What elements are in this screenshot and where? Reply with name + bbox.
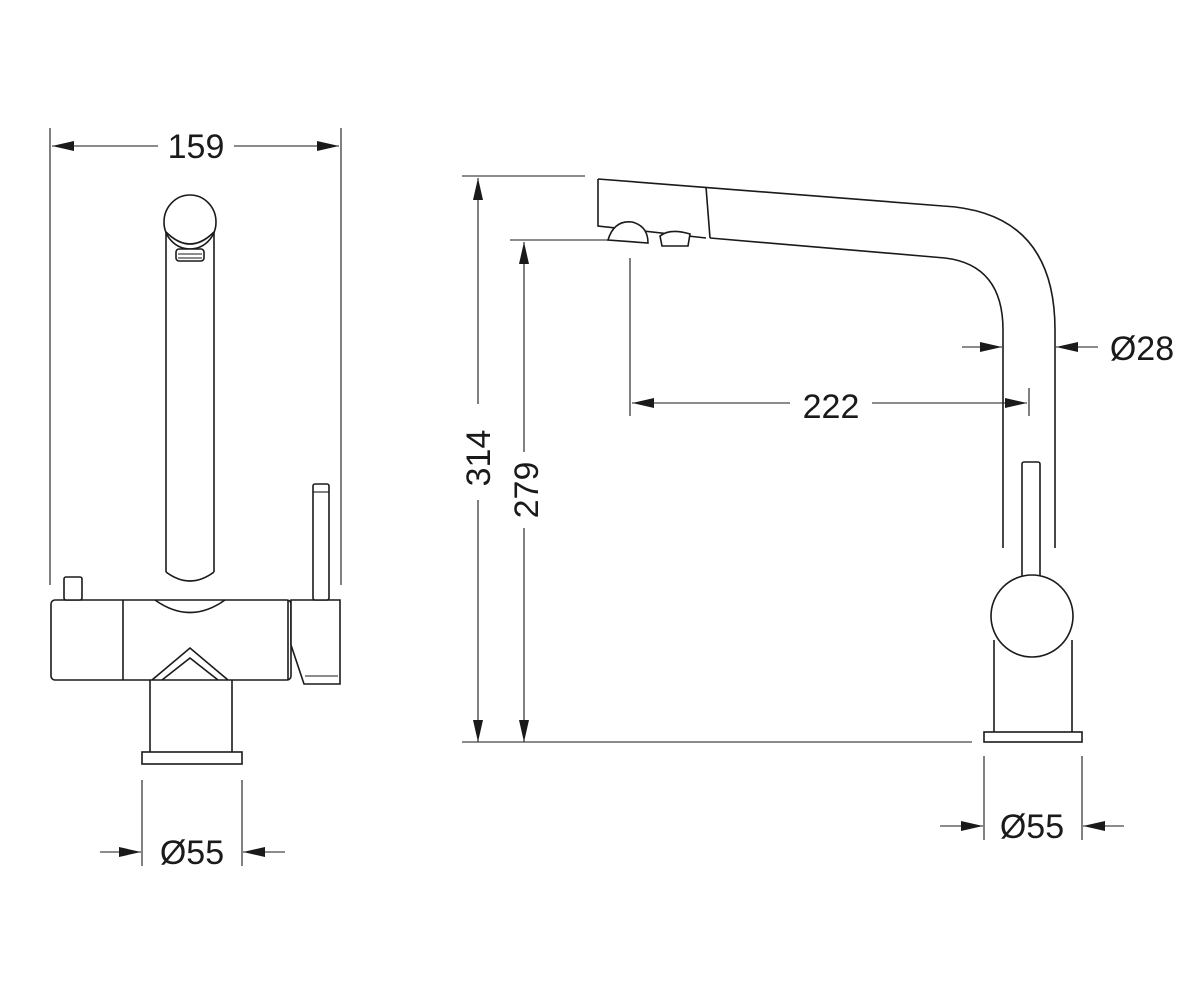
left-knob xyxy=(63,576,83,601)
spout-tube xyxy=(165,232,215,582)
valve-body xyxy=(50,599,341,685)
spout-height-label: 279 xyxy=(508,462,546,519)
side-view: 314 279 xyxy=(460,175,1174,846)
width-dimension: 159 xyxy=(49,128,342,585)
front-base xyxy=(141,680,243,765)
reach-label: 222 xyxy=(803,388,860,426)
front-base-diameter-label: Ø55 xyxy=(160,834,224,872)
front-view: 159 xyxy=(49,128,342,872)
side-base-diameter-dimension: Ø55 xyxy=(940,756,1124,846)
reach-dimension: 222 xyxy=(629,258,1030,426)
side-lever xyxy=(1021,461,1041,583)
spout-height-dimension: 279 xyxy=(508,239,610,742)
total-height-dimension: 314 xyxy=(460,175,585,742)
right-lever xyxy=(312,483,330,601)
spout-diameter-label: Ø28 xyxy=(1110,330,1174,368)
side-base xyxy=(983,640,1083,743)
width-label: 159 xyxy=(168,128,225,166)
side-base-diameter-label: Ø55 xyxy=(1000,808,1064,846)
side-valve-body xyxy=(990,574,1074,658)
front-base-diameter-dimension: Ø55 xyxy=(100,780,285,872)
total-height-label: 314 xyxy=(460,430,498,487)
side-spout xyxy=(597,178,1056,548)
spout-diameter-dimension: Ø28 xyxy=(962,330,1174,368)
spout-head xyxy=(163,194,217,262)
